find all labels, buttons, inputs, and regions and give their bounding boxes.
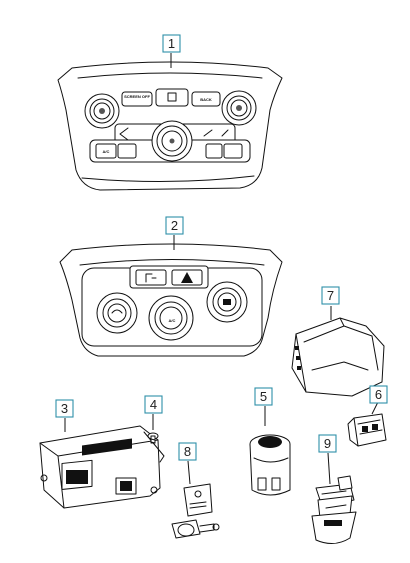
callout-2-label: 2 bbox=[171, 218, 178, 233]
screen-off-button: SCREEN OFF bbox=[121, 91, 153, 107]
callout-3-label: 3 bbox=[61, 401, 68, 416]
callout-6-label: 6 bbox=[375, 387, 382, 402]
panel2-ac-label: A/C bbox=[169, 318, 176, 323]
screen-off-label: SCREEN OFF bbox=[124, 94, 150, 99]
part-8-switch bbox=[171, 483, 220, 539]
callout-4: 4 bbox=[144, 395, 163, 414]
callout-1: 1 bbox=[162, 34, 181, 53]
part-2-climate-panel: A/C bbox=[59, 243, 283, 357]
callout-1-label: 1 bbox=[168, 36, 175, 51]
right-tune-knob bbox=[221, 90, 257, 126]
callout-4-label: 4 bbox=[150, 397, 157, 412]
callout-9-label: 9 bbox=[324, 436, 331, 451]
callout-7: 7 bbox=[321, 286, 340, 305]
part-5-push-switch bbox=[249, 434, 291, 496]
part-1-control-panel: SCREEN OFF BACK A/C bbox=[57, 61, 283, 191]
mode-right-knob bbox=[206, 281, 248, 323]
ac-button: A/C bbox=[95, 143, 117, 159]
heated-seat-button bbox=[135, 269, 167, 286]
left-volume-knob bbox=[84, 93, 120, 129]
callout-2: 2 bbox=[165, 216, 184, 235]
hazard-button bbox=[171, 269, 203, 286]
callout-6: 6 bbox=[369, 385, 388, 404]
center-top-button bbox=[155, 88, 189, 107]
part-3-control-module bbox=[39, 425, 165, 509]
callout-8-label: 8 bbox=[184, 444, 191, 459]
callout-8: 8 bbox=[178, 442, 197, 461]
part-9-socket bbox=[311, 475, 357, 544]
fan-center-knob: A/C bbox=[148, 295, 194, 341]
callout-9: 9 bbox=[318, 434, 337, 453]
ac-label: A/C bbox=[103, 149, 110, 154]
back-label: BACK bbox=[200, 97, 212, 102]
part-4-screw bbox=[147, 432, 159, 444]
callout-5: 5 bbox=[254, 387, 273, 406]
callout-5-label: 5 bbox=[260, 389, 267, 404]
callout-3: 3 bbox=[55, 399, 74, 418]
back-button: BACK bbox=[191, 91, 221, 107]
center-climate-knob bbox=[151, 120, 193, 162]
temp-left-knob bbox=[96, 292, 138, 334]
part-7-housing bbox=[291, 317, 385, 397]
part-6-connector bbox=[347, 413, 387, 447]
callout-7-label: 7 bbox=[327, 288, 334, 303]
